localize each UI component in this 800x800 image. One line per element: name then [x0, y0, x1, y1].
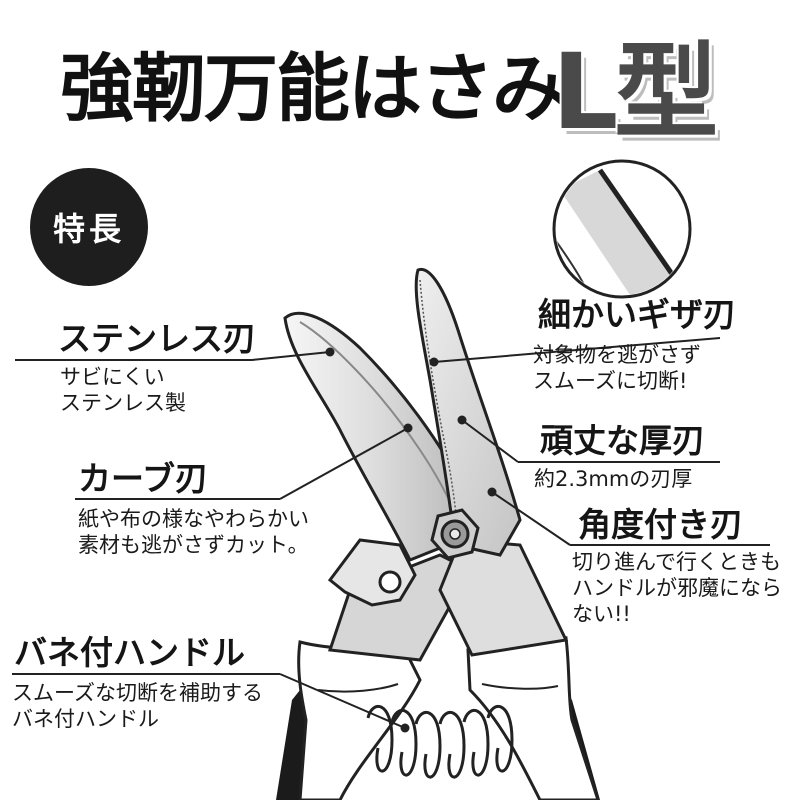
feature-serrated-line: スムーズに切断! [533, 369, 688, 393]
right-blade-serrated-edge [419, 279, 459, 536]
feature-angled-line: 切り進んで行くときも [572, 550, 781, 574]
page-title: 強靭万能はさみ [60, 46, 566, 132]
feature-thick-title: 頑丈な厚刃 [540, 421, 705, 460]
features-badge: 特長 [30, 168, 148, 286]
feature-angled-line: ハンドルが邪魔になら [572, 576, 782, 600]
feature-curve-line: 素材も逃がさずカット。 [78, 533, 309, 557]
feature-angled-title: 角度付き刃 [578, 505, 743, 544]
feature-spring-line: バネ付ハンドル [12, 707, 159, 731]
serrated-edge-detail-icon [552, 159, 692, 299]
feature-stainless-title: ステンレス刃 [58, 319, 256, 358]
feature-serrated-title: 細かいギザ刃 [538, 295, 736, 334]
leader-dots [325, 347, 497, 733]
feature-thick-desc: 約2.3mmの刃厚 [534, 466, 692, 492]
feature-serrated-line: 対象物を逃がさず [533, 343, 701, 367]
feature-serrated-desc: 対象物を逃がさず スムーズに切断! [533, 342, 701, 394]
feature-angled-desc: 切り進んで行くときも ハンドルが邪魔になら ない!! [572, 549, 782, 627]
feature-stainless-line: サビにくい [60, 365, 165, 389]
lever-pin [378, 570, 402, 594]
feature-stainless-desc: サビにくい ステンレス製 [60, 364, 186, 416]
right-handle-inner-line [481, 683, 559, 690]
lock-lever [327, 538, 417, 607]
leader-lines [12, 337, 770, 729]
right-handle [466, 636, 600, 800]
feature-curve-desc: 紙や布の様なやわらかい 素材も逃がさずカット。 [78, 506, 309, 558]
right-blade [414, 267, 522, 557]
feature-angled-line: ない!! [572, 602, 631, 626]
lower-right-jaw [438, 538, 569, 657]
feature-thick-line: 約2.3mmの刃厚 [534, 467, 693, 491]
model-type-label: L型 [552, 31, 718, 153]
feature-curve-line: 紙や布の様なやわらかい [78, 507, 309, 531]
left-curved-blade [283, 311, 472, 562]
feature-spring-desc: スムーズな切断を補助する バネ付ハンドル [12, 680, 263, 732]
left-handle [297, 640, 422, 800]
feature-stainless-line: ステンレス製 [60, 391, 186, 415]
feature-spring-line: スムーズな切断を補助する [12, 681, 263, 705]
feature-curve-title: カーブ刃 [78, 459, 209, 498]
left-handle-inner-line [317, 683, 399, 693]
lower-jaw [327, 553, 473, 662]
spring-coil [366, 705, 514, 779]
feature-spring-title: バネ付ハンドル [14, 633, 245, 672]
